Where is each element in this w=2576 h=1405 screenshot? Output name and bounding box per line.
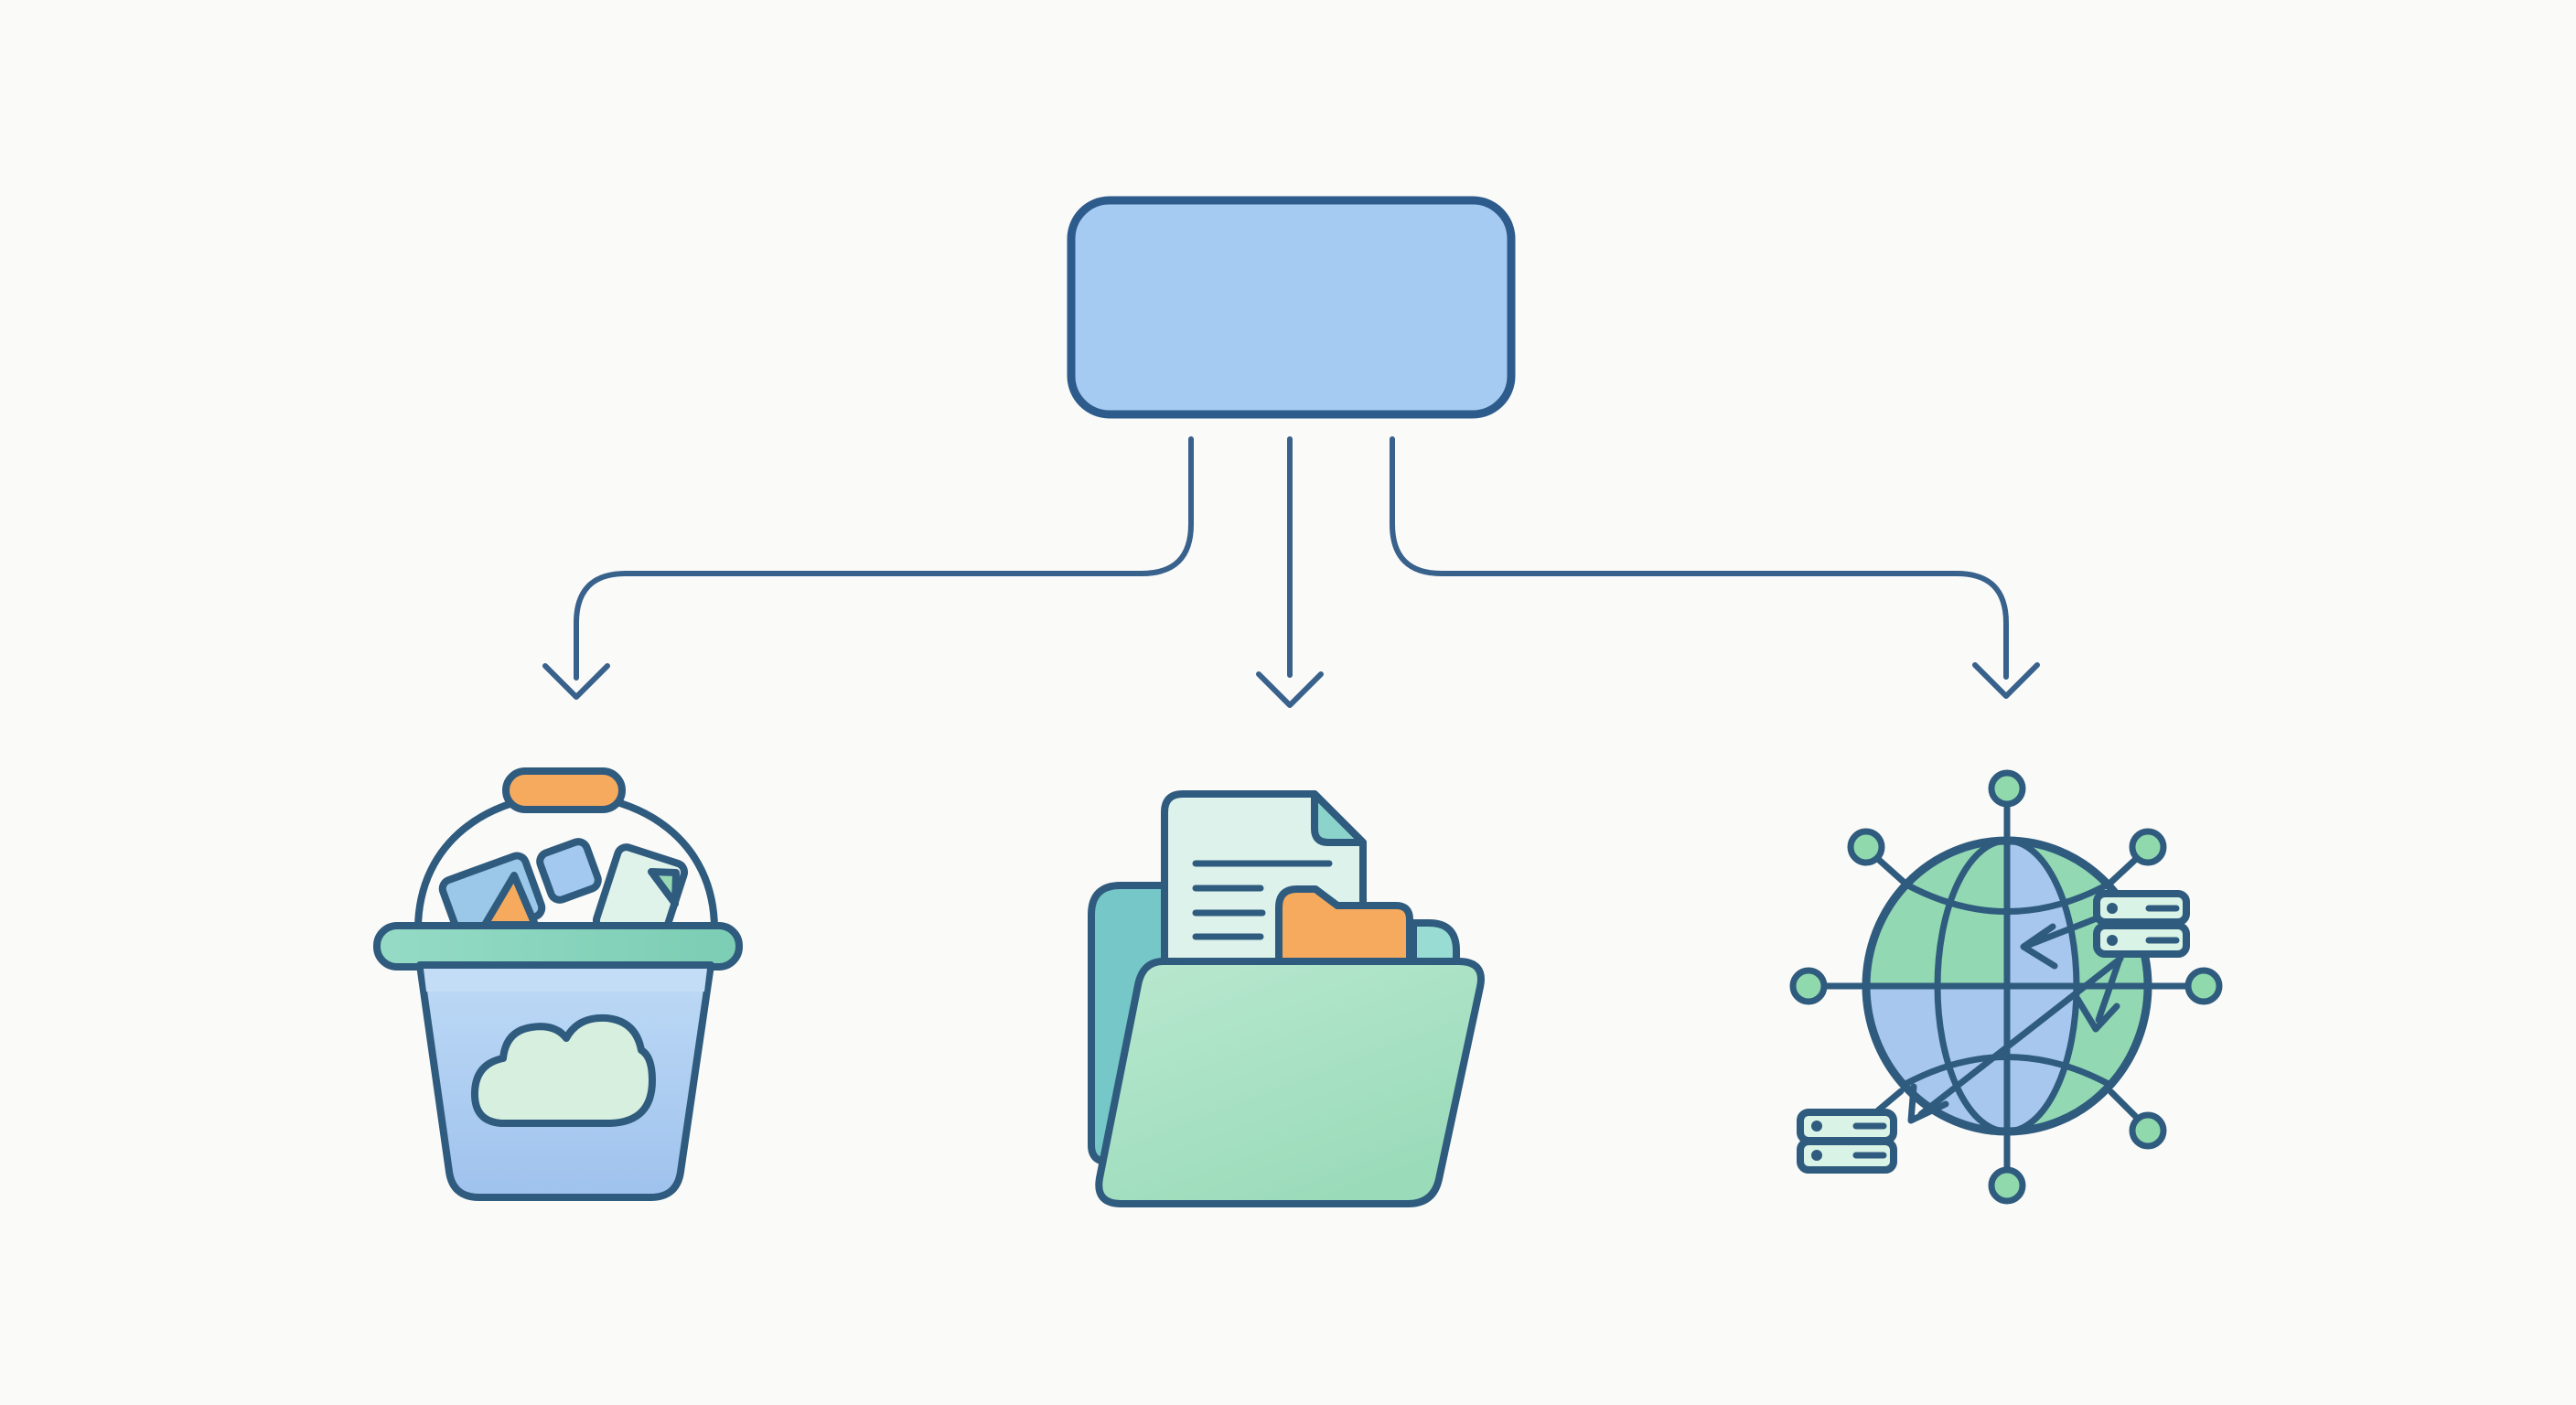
spoke-top-left — [1875, 856, 1909, 887]
server-stack-top-right-icon — [2093, 890, 2190, 958]
transfer-arrow-diagonal-line — [1917, 955, 2124, 1118]
connector-right-line — [1390, 436, 2009, 680]
storage-bucket-icon — [373, 767, 743, 1201]
folder-with-document-icon — [1088, 790, 1485, 1207]
server-unit — [1797, 1138, 1897, 1174]
arrow-down-left-icon — [1907, 1083, 1949, 1124]
globe-outline — [1862, 836, 2152, 1136]
connector-left-line — [574, 436, 1194, 681]
transfer-arrow-down-line — [2095, 953, 2124, 1024]
arrow-down-right-icon — [1972, 662, 2040, 699]
transfer-arrow-left-line — [2025, 915, 2100, 949]
server-led-dot — [1811, 1121, 1822, 1132]
document-fold-corner — [1311, 790, 1367, 846]
arrow-left-icon — [2020, 923, 2058, 970]
arrow-down-middle-icon — [1256, 671, 1324, 708]
cloud-icon — [470, 1014, 656, 1127]
globe-latitude-lower — [1902, 1054, 2112, 1088]
server-stack-bottom-left-icon — [1797, 1109, 1897, 1174]
network-node — [1847, 828, 1885, 866]
network-node — [1988, 769, 2026, 808]
server-led-dot — [1811, 1150, 1822, 1161]
bucket-item-blue-square — [536, 838, 602, 904]
globe-latitude-upper — [1903, 881, 2111, 915]
spoke-bottom-left — [1874, 1088, 1905, 1114]
bucket-item-green-fold — [648, 868, 680, 907]
globe-network-icon — [1789, 769, 2223, 1205]
flowchart-diagram — [373, 196, 2223, 1207]
spoke-top-right — [2106, 856, 2139, 887]
folder-back-right-piece — [1410, 919, 1460, 965]
network-spokes — [1823, 802, 2190, 1172]
root-node-box — [1067, 196, 1516, 419]
server-led-dot — [2107, 903, 2118, 914]
globe-green-quadrant — [1866, 841, 2007, 986]
bucket-body-highlight-band — [424, 969, 707, 992]
connectors — [542, 436, 2040, 708]
folder-tab-orange — [1275, 885, 1413, 965]
network-node — [2184, 967, 2223, 1005]
arrow-down-left-icon — [542, 663, 610, 700]
transfer-arrows — [1907, 915, 2124, 1124]
network-node — [1789, 967, 1828, 1005]
document-text-lines — [1192, 860, 1333, 940]
network-node — [2129, 828, 2167, 866]
network-node — [1988, 1166, 2026, 1205]
folder-front — [1095, 958, 1485, 1207]
network-nodes — [1789, 769, 2223, 1205]
server-unit — [2093, 922, 2190, 958]
arrow-down-icon — [2074, 995, 2120, 1033]
network-node — [2129, 1111, 2167, 1150]
server-led-dot — [2107, 935, 2118, 946]
spoke-bottom-right — [2108, 1089, 2139, 1120]
bucket-handle-grip — [502, 767, 626, 813]
bucket-rim — [373, 922, 743, 971]
